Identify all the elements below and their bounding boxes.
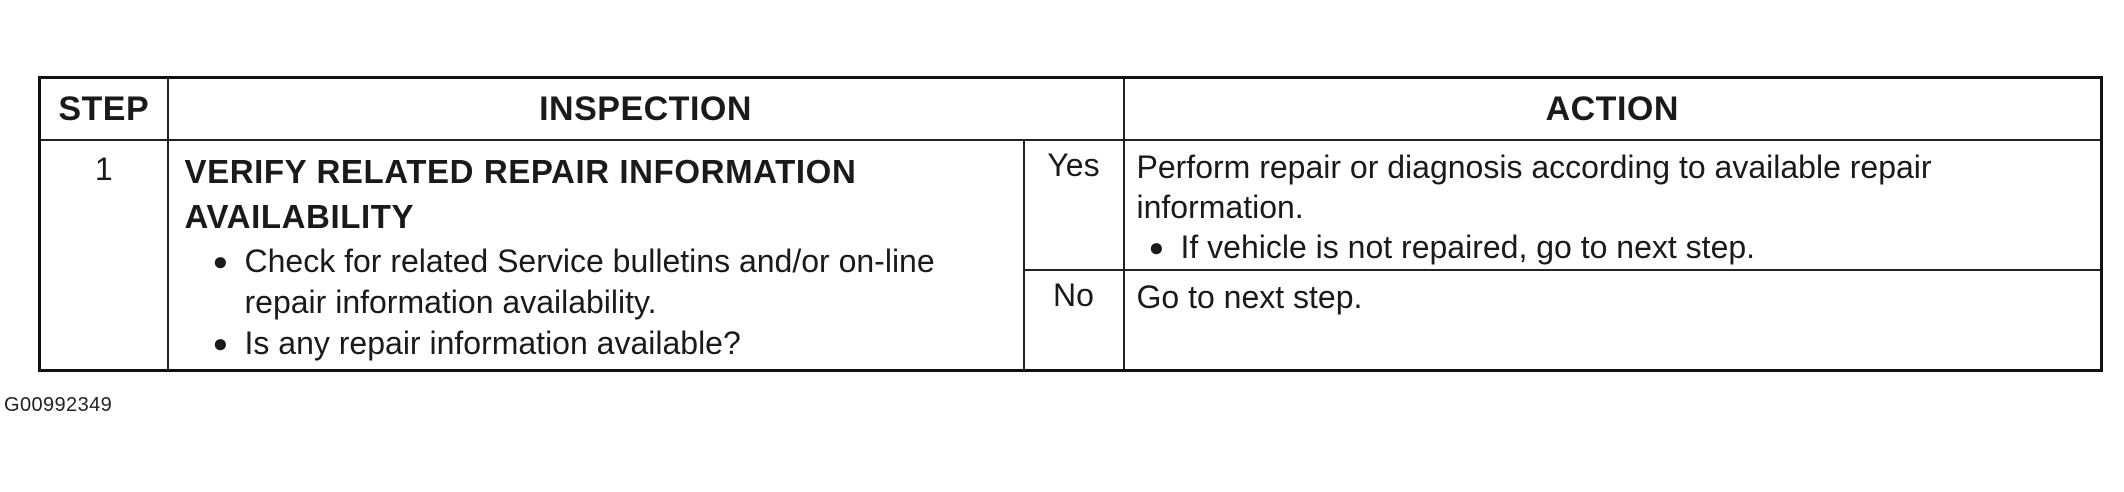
figure-id: G00992349 [4,394,113,416]
inspection-header: INSPECTION [166,76,1125,141]
table-row: 1 VERIFY RELATED REPAIR INFORMATION AVAI… [38,139,2103,372]
bullet-icon: ● [1148,232,1165,262]
inspection-bullets: ● Check for related Service bulletins an… [185,241,1009,364]
action-header: ACTION [1122,76,2103,141]
no-action-text: Go to next step. [1136,279,1363,315]
bullet-icon: ● [212,246,229,276]
diagnostic-table: STEP INSPECTION ACTION 1 VERIFY RELATED … [38,76,2103,372]
inspection-bullet-text-2: Is any repair information available? [244,325,741,361]
bullet-icon: ● [212,328,229,358]
table-row: No Go to next step. [40,269,2103,372]
yes-action-bullet-text-1: If vehicle is not repaired, go to next s… [1180,229,1756,265]
yes-label: Yes [1022,139,1125,271]
yes-action-bullet-1: ● If vehicle is not repaired, go to next… [1149,227,2089,267]
inspection-bullet-1: ● Check for related Service bulletins an… [213,241,1009,323]
inspection-title: VERIFY RELATED REPAIR INFORMATION AVAILA… [185,149,1009,239]
step-number: 1 [38,139,169,372]
table-header-row: STEP INSPECTION ACTION [38,76,2103,141]
inspection-bullet-text-1: Check for related Service bulletins and/… [244,243,935,320]
yes-action-text: Perform repair or diagnosis according to… [1136,149,1932,225]
no-label: No [1022,269,1125,372]
yes-action-bullets: ● If vehicle is not repaired, go to next… [1137,227,2089,267]
inspection-bullet-2: ● Is any repair information available? [213,323,1009,364]
step-header: STEP [38,76,169,141]
no-action-cell: Go to next step. [1122,269,2103,372]
inspection-title-line-2: AVAILABILITY [184,198,415,235]
yes-action-cell: Perform repair or diagnosis according to… [1122,139,2103,271]
inspection-cell: VERIFY RELATED REPAIR INFORMATION AVAILA… [166,139,1025,372]
inspection-title-line-1: VERIFY RELATED REPAIR INFORMATION [184,153,857,190]
